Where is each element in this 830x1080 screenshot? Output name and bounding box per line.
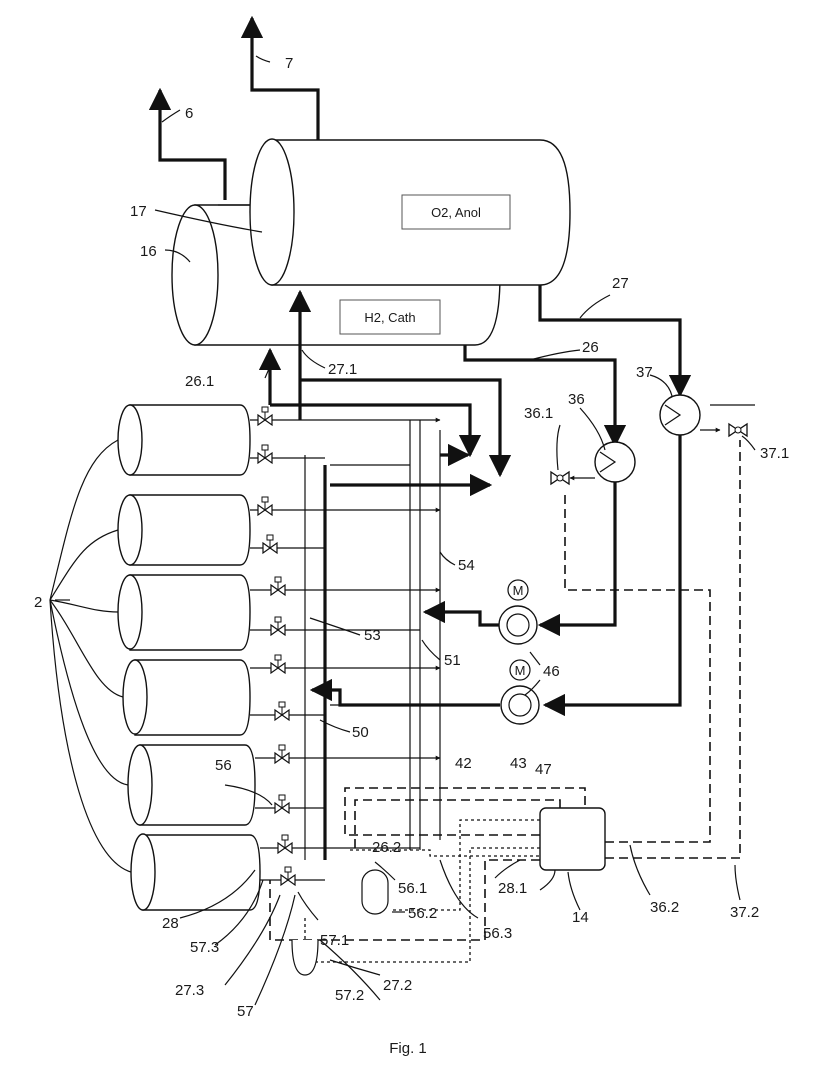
control-unit-14 [540, 808, 605, 870]
label-16: 16 [140, 243, 157, 260]
outlet-pipe-7 [252, 18, 318, 140]
label-37-2: 37.2 [730, 904, 759, 921]
label-27-2: 27.2 [383, 977, 412, 994]
cell-1 [118, 405, 250, 475]
pump-47-discharge [312, 690, 500, 705]
cell-3 [118, 575, 250, 650]
cell-stack-2 [118, 405, 260, 910]
label-7: 7 [285, 55, 293, 72]
label-57-2: 57.2 [335, 987, 364, 1004]
label-54: 54 [458, 557, 475, 574]
label-28-1: 28.1 [498, 880, 527, 897]
signal-36-2 [565, 495, 710, 842]
label-17: 17 [130, 203, 147, 220]
pump-46: M [499, 580, 537, 644]
signal-37-2 [605, 440, 740, 858]
label-57-3: 57.3 [190, 939, 219, 956]
label-2: 2 [34, 594, 42, 611]
label-36: 36 [568, 391, 585, 408]
label-47: 47 [535, 761, 552, 778]
label-56: 56 [215, 757, 232, 774]
pump-47: M [501, 660, 539, 724]
label-42: 42 [455, 755, 472, 772]
label-50: 50 [352, 724, 369, 741]
label-51: 51 [444, 652, 461, 669]
valve-37-1 [729, 424, 747, 436]
label-36-2: 36.2 [650, 899, 679, 916]
label-26-2: 26.2 [372, 839, 401, 856]
valve-36-1 [551, 472, 569, 484]
label-26-1: 26.1 [185, 373, 214, 390]
label-26: 26 [582, 339, 599, 356]
label-56-1: 56.1 [398, 880, 427, 897]
heat-exchanger-36 [595, 442, 635, 482]
label-53: 53 [364, 627, 381, 644]
label-57-1: 57.1 [320, 932, 349, 949]
cell-6 [131, 834, 260, 910]
svg-text:M: M [513, 583, 524, 598]
label-36-1: 36.1 [524, 405, 553, 422]
label-28: 28 [162, 915, 179, 932]
cathode-label: H2, Cath [364, 310, 415, 325]
label-46: 46 [543, 663, 560, 680]
label-27: 27 [612, 275, 629, 292]
cell-2 [118, 495, 250, 565]
label-27-1: 27.1 [328, 361, 357, 378]
pump-46-discharge [425, 612, 499, 625]
vessel-56-1 [362, 870, 388, 914]
label-37-1: 37.1 [760, 445, 789, 462]
label-6: 6 [185, 105, 193, 122]
figure-caption: Fig. 1 [389, 1040, 427, 1057]
svg-text:M: M [515, 663, 526, 678]
label-56-2: 56.2 [408, 905, 437, 922]
label-43: 43 [510, 755, 527, 772]
cell-stack-leaders [50, 440, 131, 872]
cell-4 [123, 660, 250, 735]
label-57: 57 [237, 1003, 254, 1020]
label-14: 14 [572, 909, 589, 926]
label-56-3: 56.3 [483, 925, 512, 942]
heat-exchanger-37 [660, 395, 700, 435]
branch-valves [258, 407, 295, 885]
anode-label: O2, Anol [431, 205, 481, 220]
cell-5 [128, 745, 255, 825]
line-26 [465, 345, 615, 445]
label-37: 37 [636, 364, 653, 381]
line-36-to-pump-46 [540, 482, 615, 625]
vessel-57-2 [292, 940, 318, 975]
label-27-3: 27.3 [175, 982, 204, 999]
